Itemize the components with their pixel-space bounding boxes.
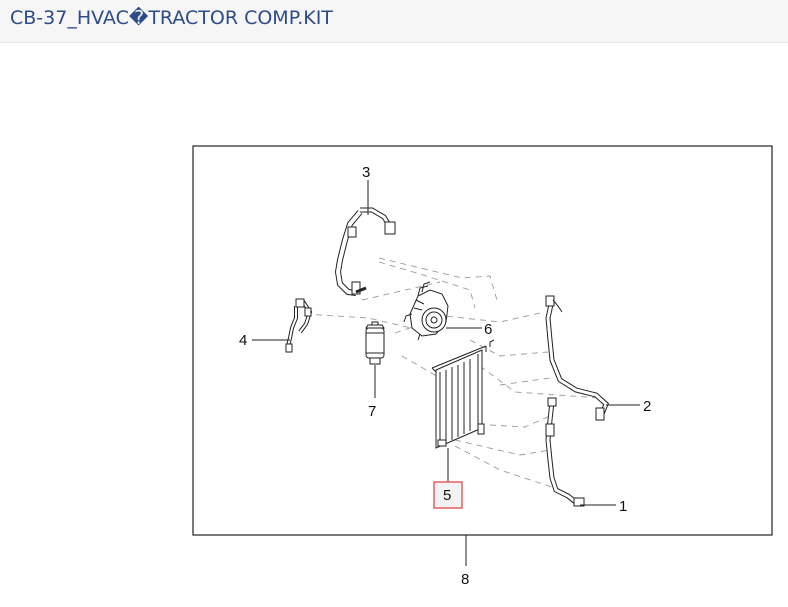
callout-8[interactable]: 8 [461,571,469,588]
page-title: CB-37_HVAC�TRACTOR COMP.KIT [10,7,333,29]
callout-7[interactable]: 7 [368,403,376,420]
discharge-hose-icon [545,295,609,421]
callout-5-highlight [433,481,463,509]
callout-6[interactable]: 6 [484,321,492,338]
page-header: CB-37_HVAC�TRACTOR COMP.KIT [0,0,788,43]
callout-3[interactable]: 3 [362,164,370,181]
parts-diagram: 3 4 7 6 [0,43,788,607]
receiver-drier-icon [365,321,385,365]
condenser-icon [431,339,495,449]
pressure-line-icon [285,298,313,353]
diagram-svg: 3 4 7 6 [192,145,773,588]
callout-1[interactable]: 1 [619,498,627,515]
kit-frame [192,145,773,536]
callout-5[interactable]: 5 [443,487,451,504]
suction-hose-icon [545,397,585,507]
callout-4[interactable]: 4 [239,332,247,349]
dashed-guides [304,257,601,488]
compressor-icon [403,281,449,341]
compressor-hose-icon [334,207,396,296]
callout-2[interactable]: 2 [643,398,651,415]
